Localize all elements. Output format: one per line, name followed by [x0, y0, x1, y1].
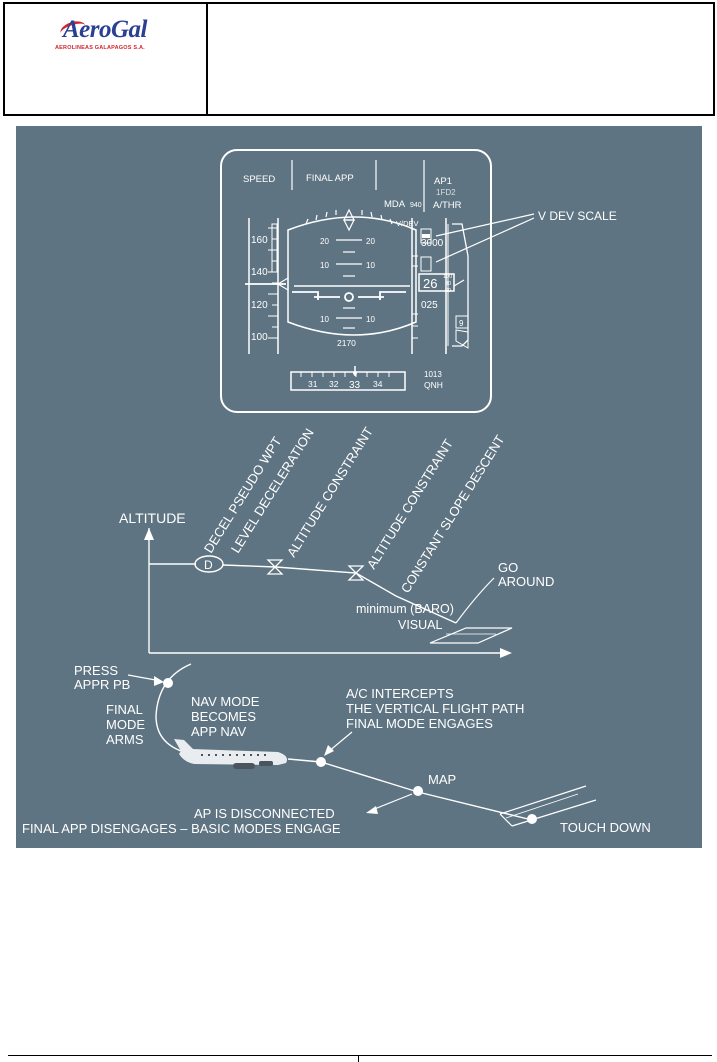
- header-divider: [206, 4, 208, 114]
- alt-small-100: 100: [443, 274, 452, 280]
- minimum-baro-label: minimum (BARO): [356, 602, 454, 616]
- fma-final-app: FINAL APP: [306, 173, 354, 184]
- map-point: [413, 786, 423, 796]
- alt-26: 26: [423, 276, 437, 291]
- fmgs-approach-figure: SPEED FINAL APP AP1 1FD2 A/THR MDA 940 1…: [16, 126, 702, 848]
- touch-down-label: TOUCH DOWN: [560, 820, 651, 835]
- vertical-profile: ALTITUDE D GO AROUND minimum (BARO) VISU…: [119, 424, 554, 658]
- ac-intercepts-label-2: THE VERTICAL FLIGHT PATH: [346, 701, 524, 716]
- nav-mode-label-3: APP NAV: [191, 724, 246, 739]
- fma-mda-value: 940: [410, 202, 422, 209]
- final-mode-label-3: ARMS: [106, 732, 144, 747]
- fma-ap1: AP1: [434, 176, 452, 187]
- pitch-10-low-left: 10: [320, 315, 329, 324]
- press-label-2: APPR PB: [74, 677, 130, 692]
- ac-intercepts-label-1: A/C INTERCEPTS: [346, 686, 454, 701]
- pitch-20-right: 20: [366, 237, 375, 246]
- footer-divider: [358, 1055, 359, 1062]
- decel-marker: [194, 555, 224, 573]
- ap-disconnected-label: AP IS DISCONNECTED: [194, 806, 335, 821]
- speed-120: 120: [251, 300, 268, 311]
- appr-pb-point: [163, 678, 173, 688]
- hdg-34: 34: [373, 379, 383, 389]
- alt-small-60: 60: [445, 288, 451, 294]
- speed-100: 100: [251, 332, 268, 343]
- document-header: AeroGal AEROLINEAS GALAPAGOS S.A.: [3, 2, 715, 116]
- vdev-label: V/DEV: [396, 219, 419, 228]
- pitch-20-left: 20: [320, 237, 329, 246]
- constant-slope-descent-label: CONSTANT SLOPE DESCENT: [398, 432, 508, 595]
- touch-down-point: [527, 814, 537, 824]
- fma-fd: 1FD2: [436, 188, 456, 197]
- ac-intercepts-label-3: FINAL MODE ENGAGES: [346, 716, 493, 731]
- alt-3000: 3000: [421, 238, 444, 249]
- pfd-display: SPEED FINAL APP AP1 1FD2 A/THR MDA 940 1…: [220, 149, 492, 413]
- nav-mode-label-1: NAV MODE: [191, 694, 260, 709]
- altitude-axis-label: ALTITUDE: [119, 510, 186, 526]
- footer-rule: [8, 1055, 712, 1056]
- alt-small-80: 80: [445, 281, 451, 287]
- final-disengages-label: FINAL APP DISENGAGES – BASIC MODES ENGAG…: [22, 821, 341, 836]
- final-mode-label-2: MODE: [106, 717, 145, 732]
- visual-label: VISUAL: [398, 618, 443, 632]
- hdg-32: 32: [329, 379, 339, 389]
- pitch-10-left: 10: [320, 261, 329, 270]
- vdev-scale-callout: V DEV SCALE: [435, 209, 617, 263]
- go-around-label-2: AROUND: [498, 574, 554, 589]
- logo-subtitle: AEROLINEAS GALAPAGOS S.A.: [55, 45, 145, 51]
- decel-marker-label: D: [204, 558, 213, 572]
- vdev-scale-label: V DEV SCALE: [538, 209, 617, 223]
- speed-160: 160: [251, 235, 268, 246]
- fma-speed: SPEED: [243, 174, 275, 185]
- hdg-33: 33: [349, 380, 361, 391]
- baro-qnh: QNH: [424, 380, 443, 390]
- nav-mode-label-2: BECOMES: [191, 709, 256, 724]
- pitch-10-right: 10: [366, 261, 375, 270]
- logo-brand: AeroGal: [63, 16, 148, 43]
- fma-athr: A/THR: [433, 200, 462, 211]
- go-around-label-1: GO: [498, 560, 518, 575]
- baro-1013: 1013: [424, 370, 442, 379]
- press-label-1: PRESS: [74, 663, 118, 678]
- fma-mda: MDA: [384, 199, 406, 210]
- speed-140: 140: [251, 267, 268, 278]
- final-mode-label-1: FINAL: [106, 702, 143, 717]
- aircraft-icon: [174, 739, 287, 769]
- radio-altitude: 2170: [337, 338, 356, 348]
- approach-sequence: PRESS APPR PB FINAL MODE ARMS NAV MODE B…: [22, 663, 651, 836]
- map-label: MAP: [428, 772, 456, 787]
- alt-025: 025: [421, 300, 438, 311]
- altitude-constraint-2-label: ALTITUDE CONSTRAINT: [364, 436, 456, 571]
- intercept-point: [316, 757, 326, 767]
- pitch-10-low-right: 10: [366, 315, 375, 324]
- aerogal-logo: AeroGal AEROLINEAS GALAPAGOS S.A.: [55, 16, 175, 60]
- hdg-31: 31: [308, 379, 318, 389]
- vs-9: 9: [459, 319, 464, 328]
